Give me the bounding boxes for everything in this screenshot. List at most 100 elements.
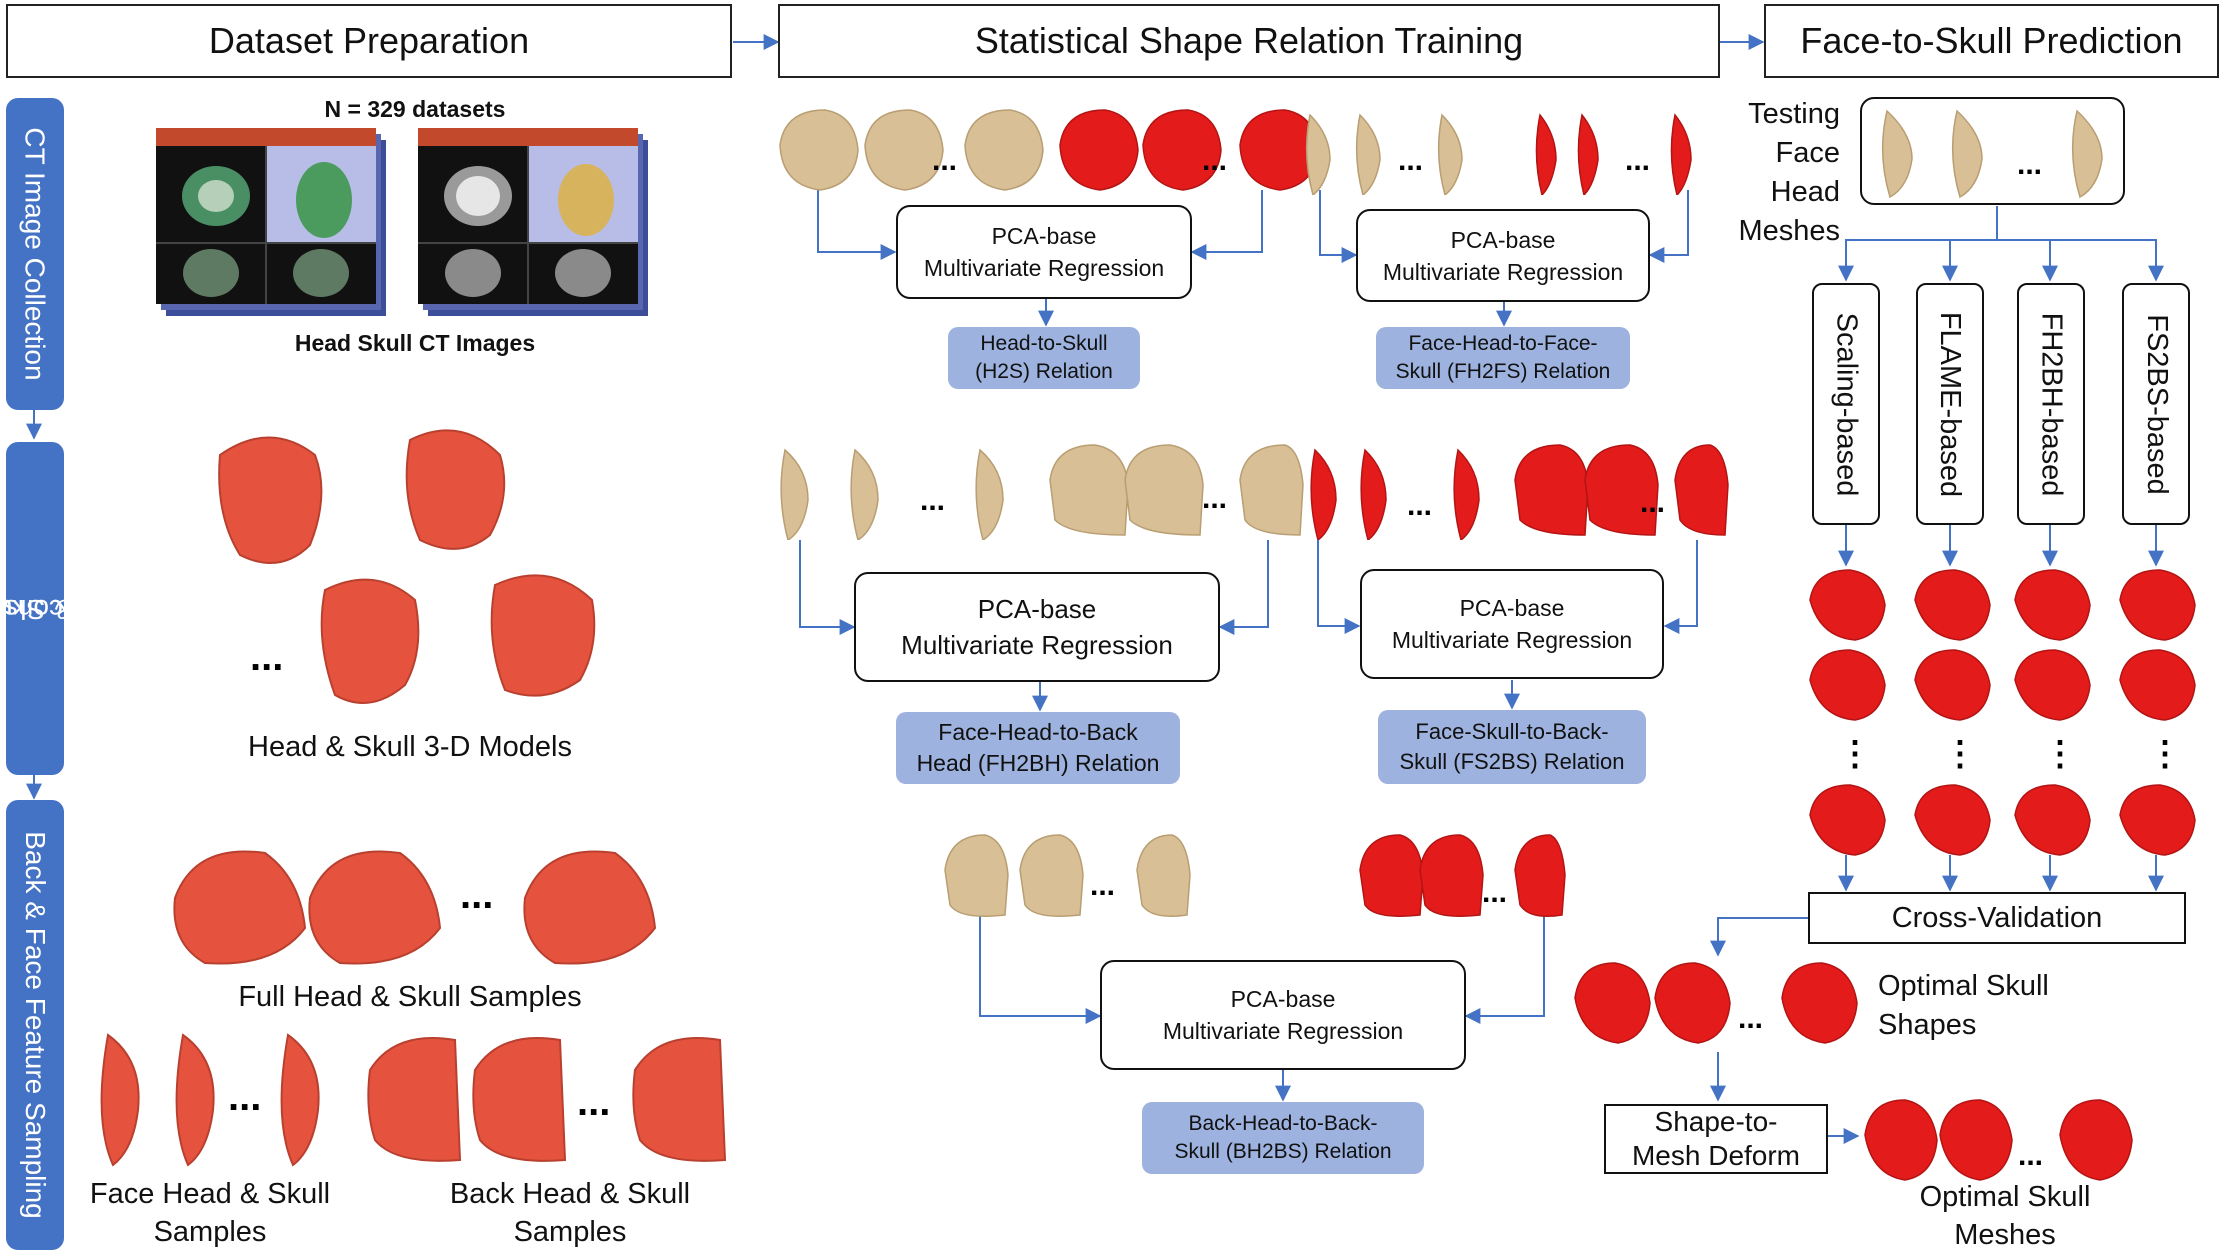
relation-fh2bh-line1: Face-Head-to-Back xyxy=(938,719,1138,745)
predicted-skull-grid: ⋮ ⋮ ⋮ ⋮ xyxy=(1809,569,2196,856)
back-caption-line1: Back Head & Skull xyxy=(449,1178,691,1210)
training-row3-shapes: ... ... xyxy=(944,834,1566,917)
r2-ellipsis-a: ... xyxy=(920,484,945,517)
optimal-shapes-ellipsis: ... xyxy=(1738,1002,1763,1035)
optimal-meshes-ellipsis: ... xyxy=(2018,1139,2043,1172)
grid-vdots-4: ⋮ xyxy=(2148,735,2182,773)
testing-line3: Meshes xyxy=(1738,215,1840,247)
pca-line1: PCA-base xyxy=(977,594,1097,624)
method-fh2bh: FH2BH-based xyxy=(2017,283,2085,525)
cross-validation-label: Cross-Validation xyxy=(1891,901,2103,934)
method-fs2bs-label: FS2BS-based xyxy=(2140,313,2173,495)
shape-to-mesh-deform-box: Shape-to- Mesh Deform xyxy=(1604,1104,1828,1174)
testing-ellipsis: ... xyxy=(2017,148,2042,181)
method-fs2bs: FS2BS-based xyxy=(2122,283,2190,525)
r1-ellipsis-c: ... xyxy=(1398,144,1423,177)
face-head-samples: ... xyxy=(100,1033,320,1167)
method-flame: FLAME-based xyxy=(1916,283,1984,525)
optimal-skull-meshes: ... xyxy=(1864,1099,2133,1181)
cross-validation-box: Cross-Validation xyxy=(1808,892,2186,944)
r2-ellipsis-d: ... xyxy=(1640,486,1665,519)
r2-ellipsis-c: ... xyxy=(1407,489,1432,522)
pca-line2: Multivariate Regression xyxy=(901,630,1173,660)
relation-h2s-line1: Head-to-Skull xyxy=(980,332,1108,355)
relation-fs2bs: Face-Skull-to-Back- Skull (FS2BS) Relatio… xyxy=(1378,710,1646,784)
method-fh2bh-label: FH2BH-based xyxy=(2035,312,2068,496)
training-row2-shapes: ... ... ... ... xyxy=(780,444,1729,540)
model-head-2 xyxy=(405,429,506,550)
tab-recon-line2: Reconstruction xyxy=(0,593,99,625)
header-prediction-label: Face-to-Skull Prediction xyxy=(1800,20,2183,61)
ct-stack-soft-tissue xyxy=(156,128,386,316)
ct-caption: Head Skull CT Images xyxy=(294,330,536,356)
models-ellipsis: ... xyxy=(250,635,283,679)
optimal-meshes-label: Optimal Skull Meshes xyxy=(1880,1178,2130,1254)
header-dataset-preparation: Dataset Preparation xyxy=(6,4,732,78)
relation-fh2fs: Face-Head-to-Face-Skull (FH2FS) Relation xyxy=(1376,327,1630,389)
tab-head-skull-reconstruction: Head & SkullReconstruction xyxy=(0,442,146,775)
method-scaling: Scaling-based xyxy=(1812,283,1880,525)
back-samples-caption: Back Head & Skull Samples xyxy=(430,1175,710,1251)
optimal-shapes-line2: Shapes xyxy=(1878,1009,1977,1041)
header-dataset-label: Dataset Preparation xyxy=(208,20,530,61)
pca-line2: Multivariate Regression xyxy=(1162,1018,1404,1044)
face-ellipsis: ... xyxy=(228,1075,261,1119)
testing-meshes-box: ... xyxy=(1860,97,2125,205)
relation-bh2bs: Back-Head-to-Back- Skull (BH2BS) Relation xyxy=(1142,1102,1424,1174)
relation-h2s: Head-to-Skull (H2S) Relation xyxy=(948,327,1140,389)
relation-h2s-line2: (H2S) Relation xyxy=(975,360,1113,383)
tab-recon-label: Head & SkullReconstruction xyxy=(0,515,146,702)
r1-ellipsis-d: ... xyxy=(1625,144,1650,177)
grid-vdots-1: ⋮ xyxy=(1838,735,1872,773)
pca-line2: Multivariate Regression xyxy=(923,255,1165,281)
r1-ellipsis-a: ... xyxy=(932,144,957,177)
relation-fs2bs-line1: Face-Skull-to-Back- xyxy=(1415,719,1609,744)
pca-line2: Multivariate Regression xyxy=(1382,258,1624,285)
ct-image-stacks xyxy=(156,128,648,316)
tab-back-face-feature-sampling: Back & Face Feature Sampling xyxy=(6,800,64,1250)
pca-line1: PCA-base xyxy=(1450,226,1556,253)
full-samples-caption: Full Head & Skull Samples xyxy=(238,981,582,1013)
testing-line2: Face Head xyxy=(1770,137,1840,208)
method-scaling-label: Scaling-based xyxy=(1830,312,1863,496)
ct-stack-bone xyxy=(418,128,648,316)
dataset-count-label: N = 329 datasets xyxy=(324,96,506,122)
models-caption: Head & Skull 3-D Models xyxy=(248,731,572,763)
testing-line1: Testing xyxy=(1748,98,1840,130)
testing-meshes-label: Testing Face Head Meshes xyxy=(1700,95,1840,251)
r3-ellipsis-b: ... xyxy=(1482,876,1507,909)
pca-line1: PCA-base xyxy=(1230,986,1336,1012)
deform-line2: Mesh Deform xyxy=(1631,1140,1801,1171)
optimal-shapes-line1: Optimal Skull xyxy=(1878,970,2049,1002)
header-face-to-skull-prediction: Face-to-Skull Prediction xyxy=(1764,4,2219,78)
back-head-samples: ... xyxy=(367,1037,727,1162)
header-shape-relation-training: Statistical Shape Relation Training xyxy=(778,4,1720,78)
method-flame-label: FLAME-based xyxy=(1934,311,1967,497)
deform-line1: Shape-to- xyxy=(1654,1106,1778,1137)
header-training-label: Statistical Shape Relation Training xyxy=(974,20,1524,61)
optimal-meshes-line1: Optimal Skull xyxy=(1919,1181,2091,1213)
relation-fs2bs-line2: Skull (FS2BS) Relation xyxy=(1399,749,1625,774)
model-head-3 xyxy=(320,578,420,704)
pca-line1: PCA-base xyxy=(1459,595,1565,621)
training-row1-shapes: ... ... ... ... xyxy=(779,109,1692,195)
tab-sampling-label: Back & Face Feature Sampling xyxy=(20,831,52,1219)
relation-bh2bs-line2: Skull (BH2BS) Relation xyxy=(1174,1140,1392,1163)
grid-vdots-2: ⋮ xyxy=(1943,735,1977,773)
face-caption-line1: Face Head & Skull xyxy=(89,1178,331,1210)
tab-ct-image-collection: CT Image Collection xyxy=(6,98,64,410)
relation-bh2bs-line1: Back-Head-to-Back- xyxy=(1188,1112,1378,1135)
face-samples-caption: Face Head & Skull Samples xyxy=(70,1175,350,1251)
back-caption-line2: Samples xyxy=(513,1216,627,1248)
full-head-samples: ... xyxy=(173,850,657,965)
back-ellipsis: ... xyxy=(577,1080,610,1124)
relation-fh2bh-line2: Head (FH2BH) Relation xyxy=(916,750,1160,776)
relation-fh2fs-line2: Skull (FH2FS) Relation xyxy=(1395,360,1611,383)
optimal-shapes-label: Optimal Skull Shapes xyxy=(1878,967,2078,1045)
